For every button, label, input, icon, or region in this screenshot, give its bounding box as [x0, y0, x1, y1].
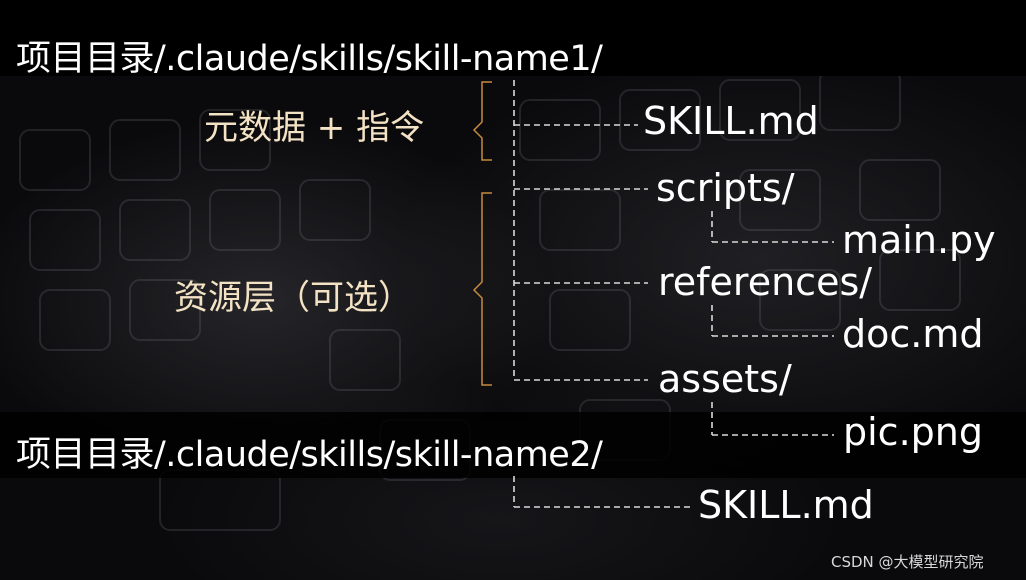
bracket-meta	[472, 81, 492, 161]
assets-folder: assets/	[658, 357, 792, 401]
scripts-folder: scripts/	[656, 166, 795, 210]
tree1-root-path: 项目目录/.claude/skills/skill-name1/	[16, 39, 603, 79]
meta-group-label: 元数据 + 指令	[204, 108, 425, 148]
title-band-1	[0, 0, 1026, 76]
tree2-root-path: 项目目录/.claude/skills/skill-name2/	[16, 435, 603, 475]
title-band-2	[0, 412, 1026, 478]
references-folder: references/	[658, 260, 873, 304]
doc-md-file: doc.md	[842, 312, 984, 356]
resource-group-label: 资源层（可选）	[174, 278, 412, 318]
main-py-file: main.py	[842, 218, 996, 262]
tree2-skill-file: SKILL.md	[698, 483, 874, 527]
watermark: CSDN @大模型研究院	[831, 553, 984, 571]
pic-png-file: pic.png	[843, 410, 983, 454]
tree1-skill-file: SKILL.md	[643, 99, 819, 143]
bracket-resource	[472, 192, 492, 386]
